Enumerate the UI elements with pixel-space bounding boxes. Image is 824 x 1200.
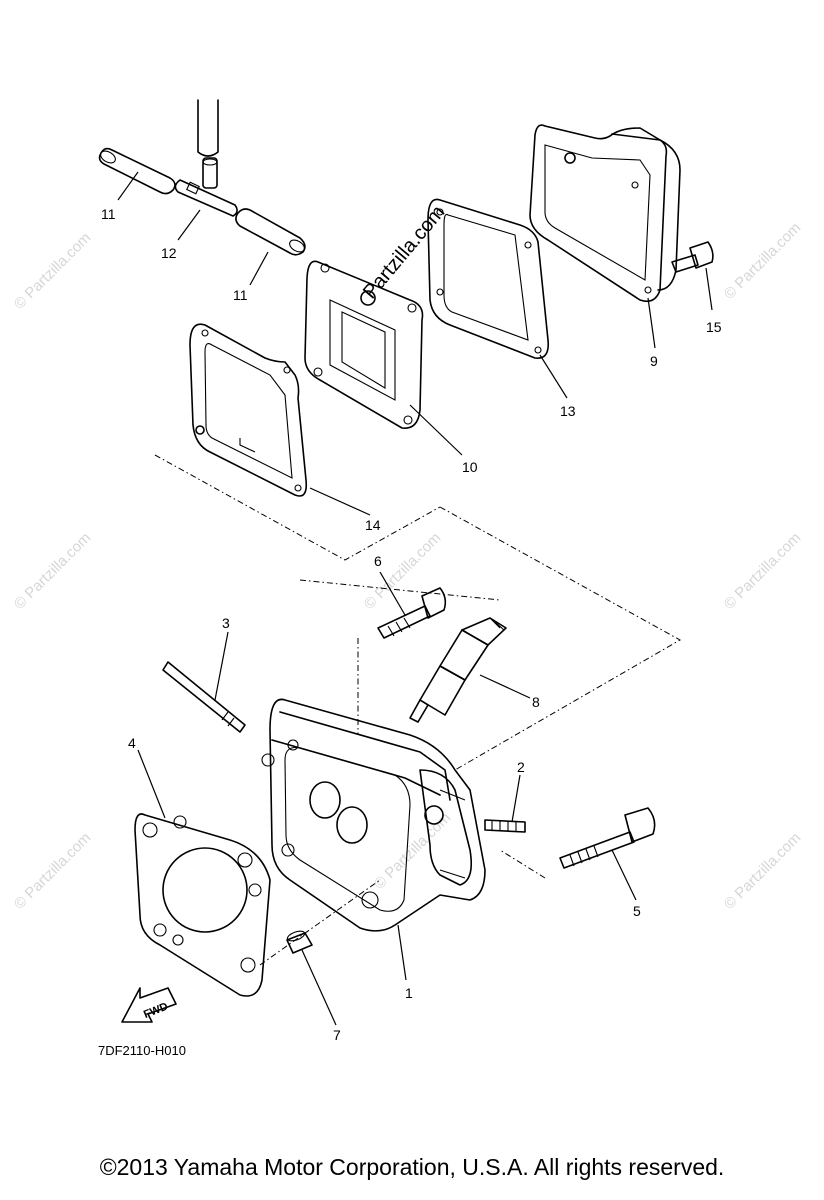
callout-14: 14 — [365, 517, 381, 533]
head-gasket-part-4 — [134, 813, 271, 997]
hose-part-11b — [235, 208, 306, 256]
watermark: © Partzilla.com — [11, 529, 94, 612]
callout-5: 5 — [633, 903, 641, 919]
spark-plug-part-8 — [409, 617, 507, 723]
watermark: © Partzilla.com — [371, 809, 454, 892]
callout-11b: 11 — [233, 287, 248, 303]
cylinder-head-part-1 — [261, 698, 486, 932]
callout-1: 1 — [405, 985, 413, 1001]
callout-11: 11 — [101, 206, 116, 222]
watermark: © Partzilla.com — [11, 229, 94, 312]
gasket-part-14 — [189, 323, 308, 497]
callout-2: 2 — [517, 759, 525, 775]
watermark-group: © Partzilla.com © Partzilla.com © Partzi… — [11, 219, 804, 912]
callout-15: 15 — [706, 319, 722, 335]
callout-7: 7 — [333, 1027, 341, 1043]
copyright-notice: ©2013 Yamaha Motor Corporation, U.S.A. A… — [99, 1154, 725, 1180]
callout-3: 3 — [222, 615, 230, 631]
callouts: 11 12 11 10 13 9 15 14 6 3 8 4 2 5 1 7 — [101, 206, 722, 1043]
drawing-code: 7DF2110-H010 — [98, 1043, 186, 1058]
partzilla-watermark: Partzilla.com — [359, 201, 449, 303]
watermark: © Partzilla.com — [361, 529, 444, 612]
bolt-part-15 — [671, 241, 714, 273]
breather-plate-part-10 — [304, 260, 424, 429]
watermark: © Partzilla.com — [721, 219, 804, 302]
fwd-arrow-icon: FWD — [121, 987, 177, 1023]
callout-10: 10 — [462, 459, 478, 475]
callout-6: 6 — [374, 553, 382, 569]
dowel-part-7 — [286, 930, 313, 954]
callout-8: 8 — [532, 694, 540, 710]
callout-9: 9 — [650, 353, 658, 369]
t-joint-part-12 — [174, 157, 238, 217]
stud-part-3 — [162, 661, 246, 733]
leader-lines — [117, 171, 713, 1026]
fwd-label: FWD — [142, 1000, 170, 1021]
gasket-part-13 — [427, 198, 550, 359]
bolt-part-6 — [377, 587, 447, 639]
bolt-part-5 — [559, 807, 656, 869]
callout-13: 13 — [560, 403, 576, 419]
watermark: © Partzilla.com — [721, 829, 804, 912]
watermark: © Partzilla.com — [11, 829, 94, 912]
cover-part-9 — [529, 124, 681, 303]
vertical-hose — [197, 99, 219, 157]
callout-12: 12 — [161, 245, 177, 261]
assembly-guides — [154, 454, 682, 966]
callout-4: 4 — [128, 735, 136, 751]
stud-part-2 — [484, 819, 526, 833]
watermark: © Partzilla.com — [721, 529, 804, 612]
hose-part-11 — [98, 147, 176, 195]
